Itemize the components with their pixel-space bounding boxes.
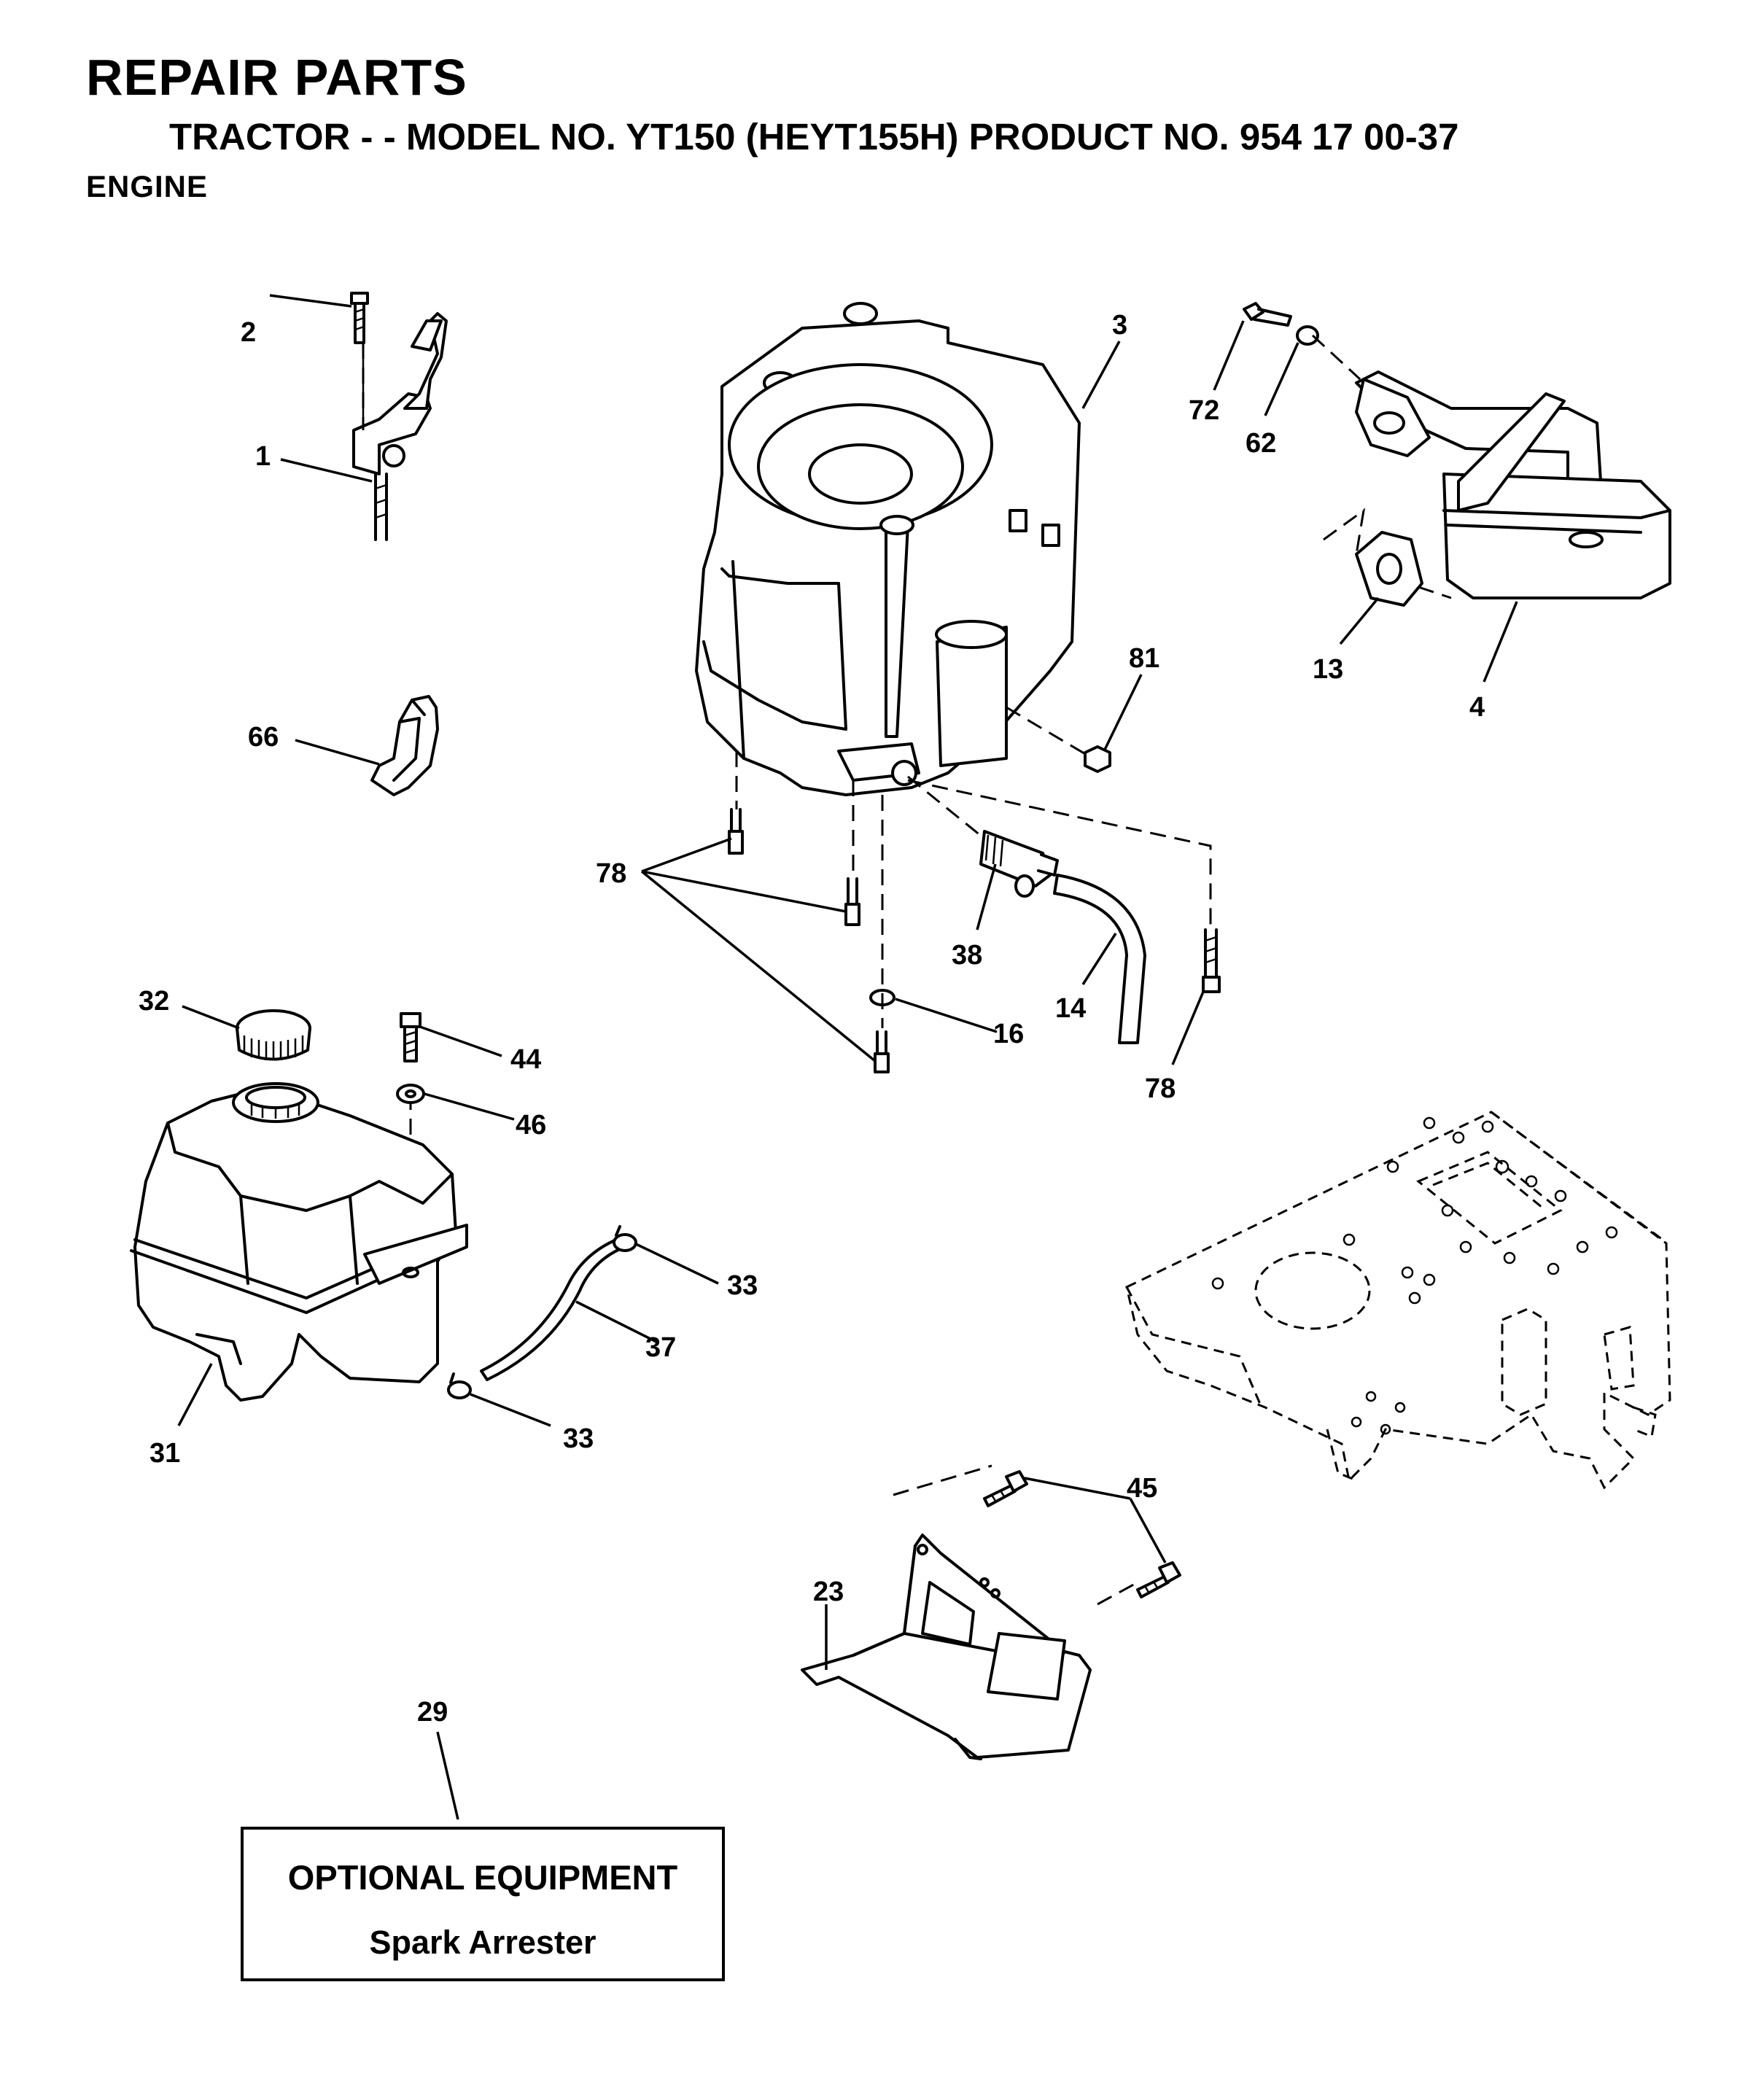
part-62-washer	[1296, 325, 1319, 346]
model-subtitle: TRACTOR - - MODEL NO. YT150 (HEYT155H) P…	[169, 116, 1459, 158]
callout-81: 81	[1129, 643, 1159, 674]
part-37-fuel-line	[480, 1238, 623, 1381]
optional-equipment-heading: OPTIONAL EQUIPMENT	[287, 1858, 678, 1897]
part-1-throttle-control	[352, 312, 448, 541]
callout-labels: 2 1 66 3 72 62 13 4 81 78 38 14 16 78 32…	[139, 310, 1485, 1728]
callout-66: 66	[248, 722, 279, 753]
callout-62: 62	[1246, 428, 1276, 459]
callout-2: 2	[241, 317, 256, 348]
part-81-nut	[1084, 745, 1111, 773]
callout-leader-lines	[177, 294, 1518, 1820]
callout-33-b: 33	[563, 1423, 594, 1454]
page-title: REPAIR PARTS	[86, 49, 467, 106]
part-31-fuel-tank	[130, 1082, 468, 1402]
part-32-fuel-cap	[236, 1009, 311, 1061]
optional-equipment-box: OPTIONAL EQUIPMENT Spark Arrester	[241, 1827, 725, 1981]
part-72-bolt	[1243, 302, 1292, 327]
callout-37: 37	[645, 1332, 676, 1363]
callout-72: 72	[1189, 395, 1219, 426]
callout-45: 45	[1127, 1473, 1157, 1504]
part-14-fuel-line	[1053, 874, 1146, 1044]
part-33-hose-clamps	[447, 1225, 637, 1399]
callout-23: 23	[813, 1577, 844, 1607]
tractor-frame-outline	[1125, 1111, 1671, 1490]
callout-14: 14	[1055, 993, 1086, 1024]
part-46-washer	[396, 1084, 425, 1104]
assembly-dash-lines	[362, 334, 1452, 1606]
part-3-engine	[695, 302, 1081, 796]
callout-33-a: 33	[727, 1270, 758, 1301]
callout-32: 32	[139, 986, 169, 1017]
part-44-screw	[400, 1012, 421, 1062]
part-66-bracket	[370, 695, 439, 796]
callout-1: 1	[255, 441, 271, 472]
callout-31: 31	[149, 1438, 180, 1469]
callout-4: 4	[1469, 692, 1485, 723]
part-13-gasket	[1355, 531, 1423, 607]
part-78-bolts	[728, 808, 1221, 1073]
part-23-heat-shield	[801, 1534, 1092, 1760]
callout-16: 16	[993, 1019, 1024, 1049]
callout-3: 3	[1112, 310, 1127, 341]
part-38-fuel-filter	[979, 830, 1059, 898]
part-2-screw	[350, 292, 369, 344]
callout-38: 38	[952, 940, 982, 971]
callout-29: 29	[417, 1697, 448, 1728]
section-title: ENGINE	[86, 169, 209, 203]
callout-13: 13	[1313, 654, 1343, 685]
part-4-muffler	[1355, 370, 1671, 599]
callout-46: 46	[516, 1110, 546, 1140]
callout-78-b: 78	[1145, 1073, 1176, 1104]
callout-78-a: 78	[596, 858, 626, 889]
spark-arrester-label: Spark Arrester	[369, 1924, 597, 1961]
callout-44: 44	[510, 1044, 541, 1075]
part-45-screws	[983, 1470, 1181, 1598]
